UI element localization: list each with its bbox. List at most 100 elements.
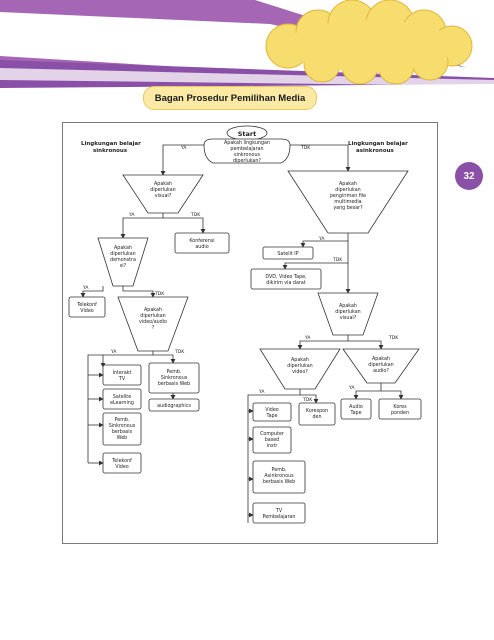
svg-text:Asinkronous: Asinkronous xyxy=(264,473,294,479)
decision-video-audio: Apakah diperlukan video/audio ? xyxy=(117,296,189,352)
svg-text:berbasis: berbasis xyxy=(112,429,133,435)
decision-audio-right: Apakah diperlukan audio? xyxy=(342,348,420,384)
svg-text:diperlukan: diperlukan xyxy=(368,362,393,368)
decision-lingkungan: Apakah lingkungan pembelajaran sinkronou… xyxy=(203,138,291,164)
svg-text:Interakt: Interakt xyxy=(113,370,132,376)
svg-text:Sinkronous: Sinkronous xyxy=(161,375,188,381)
start-node: Start xyxy=(226,125,268,141)
svg-text:Satelit IP: Satelit IP xyxy=(277,251,298,257)
label-sinkronous-2: sinkronous xyxy=(93,148,128,154)
svg-text:Pemb.: Pemb. xyxy=(115,417,130,423)
svg-text:TV: TV xyxy=(118,376,126,382)
svg-text:visual?: visual? xyxy=(155,193,172,199)
connectors xyxy=(80,144,404,523)
svg-text:Konferensi: Konferensi xyxy=(189,238,214,244)
svg-text:audio?: audio? xyxy=(373,368,389,374)
label-tdk-visual-right: TDK xyxy=(388,335,399,341)
svg-text:Pemb.: Pemb. xyxy=(167,369,182,375)
box-telekonf-video: Telekonf Video xyxy=(68,296,106,318)
svg-text:Satelite: Satelite xyxy=(113,394,131,400)
svg-text:Computer: Computer xyxy=(260,431,284,437)
q-lingkungan-line3: sinkronous xyxy=(234,152,260,158)
svg-text:dikirim via darat: dikirim via darat xyxy=(266,280,306,286)
page-title: Bagan Prosedur Pemilihan Media xyxy=(143,86,317,110)
box-audio-tape: Audio Tape xyxy=(340,398,372,420)
label-ya-visual-left: YA xyxy=(128,212,135,218)
svg-text:Video: Video xyxy=(115,464,129,470)
svg-text:Kores: Kores xyxy=(393,404,407,410)
svg-text:eLearning: eLearning xyxy=(110,400,134,406)
svg-text:diperlukan: diperlukan xyxy=(110,251,135,257)
header-banner xyxy=(0,0,494,88)
box-kores-ponden: Kores ponden xyxy=(378,398,422,420)
box-tv-pembelajaran: TV Pembelajaran xyxy=(252,502,306,524)
svg-text:Apakah: Apakah xyxy=(339,303,357,309)
box-satelit-ip: Satelit IP xyxy=(262,246,314,260)
label-ya-audio-right: YA xyxy=(348,385,355,391)
page-number-badge: 32 xyxy=(455,162,483,190)
svg-text:Sinkronous: Sinkronous xyxy=(109,423,136,429)
box-satelit-elearning: Satelite eLearning xyxy=(102,388,142,410)
box-video-tape: Video Tape xyxy=(252,402,292,422)
decision-demonstrasi: Apakah diperlukan demonstra si? xyxy=(97,237,149,287)
svg-text:Korespon: Korespon xyxy=(306,408,328,414)
svg-text:Apakah: Apakah xyxy=(154,181,172,187)
svg-text:diperlukan: diperlukan xyxy=(335,309,360,315)
decision-multimedia: Apakah diperlukan pengiriman file multim… xyxy=(287,170,409,234)
label-sinkronous-1: Lingkungan belajar xyxy=(81,141,141,147)
box-dvd-video-tape: DVD, Video Tape, dikirim via darat xyxy=(250,268,322,290)
q-lingkungan-line4: diperlukan? xyxy=(233,158,261,164)
label-ya-demonstrasi: YA xyxy=(82,285,89,291)
svg-text:diperlukan: diperlukan xyxy=(150,187,175,193)
label-asinkronous-1: Lingkungan belajar xyxy=(348,141,408,147)
svg-text:pengiriman file: pengiriman file xyxy=(330,193,366,199)
svg-text:demonstra: demonstra xyxy=(110,257,136,263)
svg-text:audiographics: audiographics xyxy=(157,403,191,409)
box-pemb-sinkronous-web: Pemb. Sinkronous berbasis Web xyxy=(102,412,142,446)
svg-text:Apakah: Apakah xyxy=(291,357,309,363)
svg-text:si?: si? xyxy=(120,263,127,269)
q-lingkungan-line1: Apakah lingkungan xyxy=(224,140,270,146)
svg-text:diperlukan: diperlukan xyxy=(335,187,360,193)
label-tdk-multimedia: TDK xyxy=(332,257,343,263)
box-audiographics: audiographics xyxy=(148,398,200,412)
svg-text:TV: TV xyxy=(275,508,283,514)
label-tdk-video-right: TDK xyxy=(302,397,313,403)
label-tdk-visual-left: TDK xyxy=(190,212,201,218)
svg-text:Video: Video xyxy=(265,407,279,413)
svg-text:ponden: ponden xyxy=(391,410,409,416)
svg-text:berbasis Web: berbasis Web xyxy=(263,479,295,485)
box-konferensi-audio: Konferensi audio xyxy=(174,232,230,254)
svg-text:berbasis Web: berbasis Web xyxy=(158,381,190,387)
svg-text:Apakah: Apakah xyxy=(372,356,390,362)
svg-text:Web: Web xyxy=(117,435,127,441)
cloud-fill xyxy=(284,20,456,72)
start-label: Start xyxy=(238,130,257,138)
label-tdk-demonstrasi: TDK xyxy=(154,291,165,297)
label-asinkronous-2: asinkronous xyxy=(356,148,395,154)
svg-text:Tape: Tape xyxy=(349,410,361,416)
box-pemb-asinkronous-web: Pemb. Asinkronous berbasis Web xyxy=(252,460,306,494)
svg-text:visual?: visual? xyxy=(340,315,357,321)
banner-white-band xyxy=(0,68,494,86)
box-computer-based-instr: Computer based instr xyxy=(252,426,292,454)
label-ya-video-audio: YA xyxy=(110,349,117,355)
svg-text:Telekonf: Telekonf xyxy=(76,302,97,308)
svg-text:den: den xyxy=(312,414,321,420)
svg-text:Apakah: Apakah xyxy=(339,181,357,187)
svg-text:Pemb.: Pemb. xyxy=(272,467,287,473)
svg-text:multimedia: multimedia xyxy=(334,199,361,205)
flowchart-frame: Start Apakah lingkungan pembelajaran sin… xyxy=(62,122,438,544)
box-interaktif-tv: Interakt TV xyxy=(102,364,142,386)
label-ya-video-right: YA xyxy=(258,389,265,395)
label-ya-main: YA xyxy=(180,145,187,151)
flowchart: Start Apakah lingkungan pembelajaran sin… xyxy=(68,125,422,524)
label-ya-visual-right: YA xyxy=(304,335,311,341)
svg-text:?: ? xyxy=(152,325,155,331)
svg-text:Pembelajaran: Pembelajaran xyxy=(263,514,296,520)
svg-text:audio: audio xyxy=(195,244,208,250)
svg-text:DVD, Video Tape,: DVD, Video Tape, xyxy=(265,274,307,280)
svg-text:Audio: Audio xyxy=(349,404,363,410)
label-ya-multimedia: YA xyxy=(318,236,325,242)
svg-text:Video: Video xyxy=(80,308,94,314)
